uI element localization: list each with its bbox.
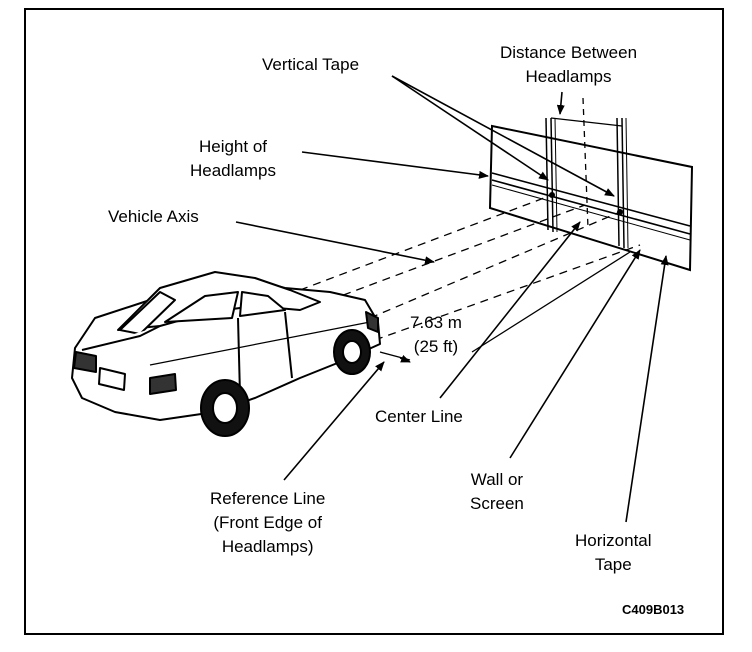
center-line-label: Center Line: [375, 406, 463, 428]
height-of-headlamps-line-1: Height of: [198, 137, 268, 156]
distance-between-headlamps-label: Distance Between Headlamps: [500, 41, 637, 89]
wall-or-screen-line-1: Wall or: [470, 470, 524, 489]
horizontal-tape-label: Horizontal Tape: [575, 529, 652, 577]
leader-arrows: [235, 75, 669, 523]
vertical-tape-text: Vertical Tape: [262, 55, 360, 74]
height-of-headlamps-label: Height of Headlamps: [190, 135, 276, 183]
reference-line-line-3: Headlamps): [221, 537, 314, 556]
height-of-headlamps-line-2: Headlamps: [190, 161, 276, 180]
wall-or-screen-label: Wall or Screen: [470, 468, 524, 516]
car: [71, 271, 381, 437]
distance-metric: 7.63 m: [410, 313, 462, 332]
vertical-tape-label: Vertical Tape: [262, 54, 359, 76]
wall-or-screen-line-2: Screen: [470, 494, 524, 513]
horizontal-tape-line-2: Tape: [594, 555, 632, 574]
vehicle-axis-text: Vehicle Axis: [108, 207, 199, 226]
center-line-text: Center Line: [375, 407, 463, 426]
distance-between-line-1: Distance Between: [500, 43, 638, 62]
vehicle-axis-label: Vehicle Axis: [108, 206, 199, 228]
distance-label: 7.63 m (25 ft): [410, 311, 462, 359]
horizontal-tape-line-1: Horizontal: [575, 531, 652, 550]
reference-line-line-2: (Front Edge of: [213, 513, 322, 532]
reference-line-line-1: Reference Line: [210, 489, 326, 508]
distance-imperial: (25 ft): [413, 337, 459, 356]
reference-line-label: Reference Line (Front Edge of Headlamps): [210, 487, 325, 559]
distance-between-line-2: Headlamps: [525, 67, 612, 86]
figure-code: C409B013: [622, 602, 685, 617]
distance-line: [379, 251, 631, 363]
